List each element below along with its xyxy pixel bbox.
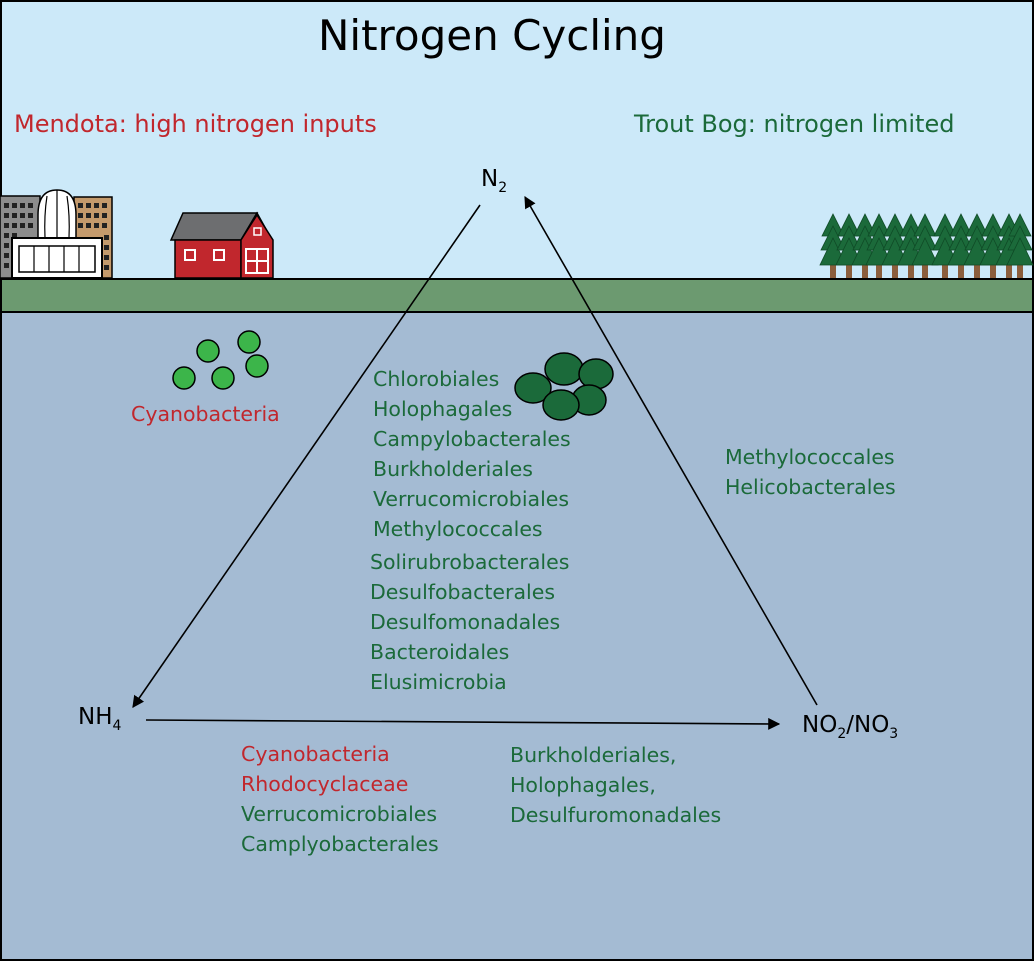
node-no-sub1: 2 <box>837 726 847 742</box>
taxon-item: Desulfomonadales <box>370 610 561 634</box>
taxon-item: Holophagales, <box>510 773 656 797</box>
taxon-item: Burkholderiales <box>373 457 533 481</box>
diagram-title: Nitrogen Cycling <box>318 11 666 60</box>
taxon-item: Verrucomicrobiales <box>373 487 570 511</box>
arrow-nh4-to-no <box>145 717 781 730</box>
node-nh4: NH4 <box>78 704 122 734</box>
node-n2: N2 <box>481 166 508 196</box>
taxon-item: Burkholderiales, <box>510 743 677 767</box>
node-n2-sub: 2 <box>498 180 508 196</box>
trout-bog-label: Trout Bog: nitrogen limited <box>634 110 955 138</box>
taxon-item: Elusimicrobia <box>370 670 507 694</box>
nitrification-taxa-right-list: Burkholderiales, Holophagales, Desulfuromo… <box>510 740 721 830</box>
taxon-item: Solirubrobacterales <box>370 550 570 574</box>
node-n2-base: N <box>481 166 499 192</box>
taxon-item: Rhodocyclaceae <box>241 772 409 796</box>
taxon-item: Bacteroidales <box>370 640 510 664</box>
barn-icon <box>169 211 274 279</box>
taxon-item: Chlorobiales <box>373 367 500 391</box>
taxon-item: Desulfobacterales <box>370 580 556 604</box>
taxon-item: Camplyobacterales <box>241 832 439 856</box>
node-no-base1: NO <box>802 712 838 738</box>
node-no-sub2: 3 <box>889 726 899 742</box>
ground-strip <box>0 278 1034 313</box>
node-nh4-base: NH <box>78 704 113 730</box>
taxon-item: Helicobacterales <box>725 475 896 499</box>
mendota-label: Mendota: high nitrogen inputs <box>14 110 377 138</box>
tree-icon <box>911 213 939 278</box>
tree-icon <box>865 213 893 278</box>
cyanobacteria-cells-icon <box>172 330 269 390</box>
node-no2-no3: NO2/NO3 <box>802 712 899 742</box>
taxon-item: Campylobacterales <box>373 427 571 451</box>
taxon-item: Verrucomicrobiales <box>241 802 438 826</box>
taxon-item: Cyanobacteria <box>241 742 390 766</box>
city-buildings-icon <box>0 189 113 279</box>
taxon-item: Methylococcales <box>725 445 895 469</box>
arrow-no-to-n2 <box>524 195 818 706</box>
forest-icon <box>819 213 1034 278</box>
taxon-item: Methylococcales <box>373 517 543 541</box>
bog-bacteria-cells-icon <box>514 352 614 421</box>
taxon-item: Holophagales <box>373 397 513 421</box>
taxon-item: Desulfuromonadales <box>510 803 722 827</box>
node-nh4-sub: 4 <box>112 718 122 734</box>
tree-icon <box>1006 213 1034 278</box>
cyanobacteria-label: Cyanobacteria <box>131 402 280 426</box>
lake-water <box>0 311 1034 961</box>
node-no-mid: /NO <box>846 712 890 738</box>
arrow-n2-to-nh4 <box>132 204 481 708</box>
